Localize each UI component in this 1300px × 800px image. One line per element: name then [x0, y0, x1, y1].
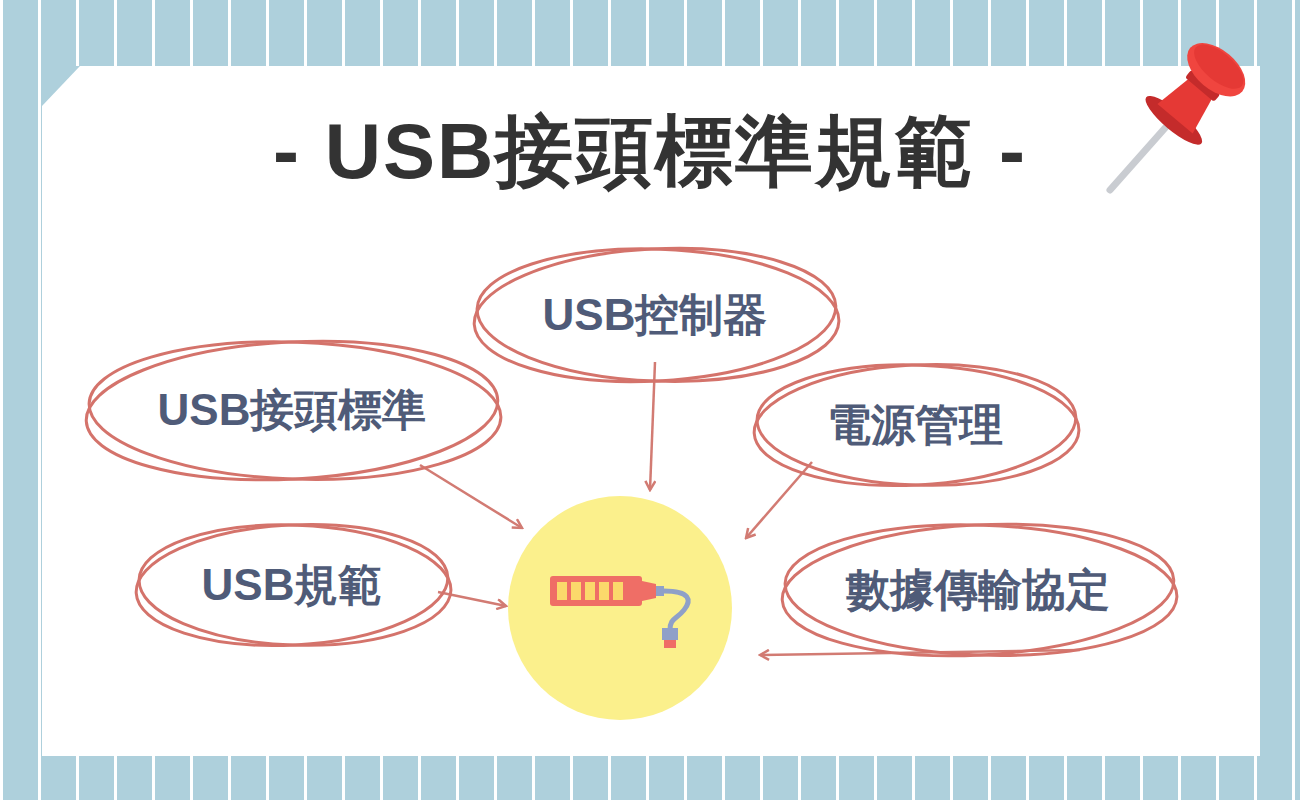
sketch-outline: [475, 243, 841, 388]
sketch-outline: [137, 520, 453, 651]
sketch-outline: [755, 360, 1081, 491]
page-title: - USB接頭標準規範 -: [0, 100, 1300, 205]
node-label: 電源管理: [827, 396, 1003, 455]
right-stripes: [1260, 0, 1300, 800]
usb-icon: [550, 576, 688, 648]
sketch-ellipse: 數據傳輸協定: [778, 521, 1178, 659]
sketch-outline: [83, 331, 502, 489]
node-label: 數據傳輸協定: [846, 561, 1110, 620]
node-label: USB接頭標準: [158, 381, 427, 440]
top-stripes: [0, 0, 1300, 66]
pushpin: [1110, 31, 1257, 190]
node-label: USB控制器: [543, 286, 768, 345]
sketch-outline: [783, 518, 1179, 662]
center-circle: [508, 496, 732, 720]
left-stripes: [0, 0, 42, 800]
sketch-outline: [779, 515, 1177, 665]
bottom-stripes: [0, 756, 1300, 800]
sketch-outline: [87, 334, 504, 485]
sketch-ellipse: USB控制器: [470, 245, 840, 385]
sketch-ellipse: USB接頭標準: [82, 338, 502, 483]
sketch-ellipse: 電源管理: [750, 361, 1080, 489]
node-label: USB規範: [202, 556, 383, 615]
sketch-ellipse: USB規範: [132, 521, 452, 649]
